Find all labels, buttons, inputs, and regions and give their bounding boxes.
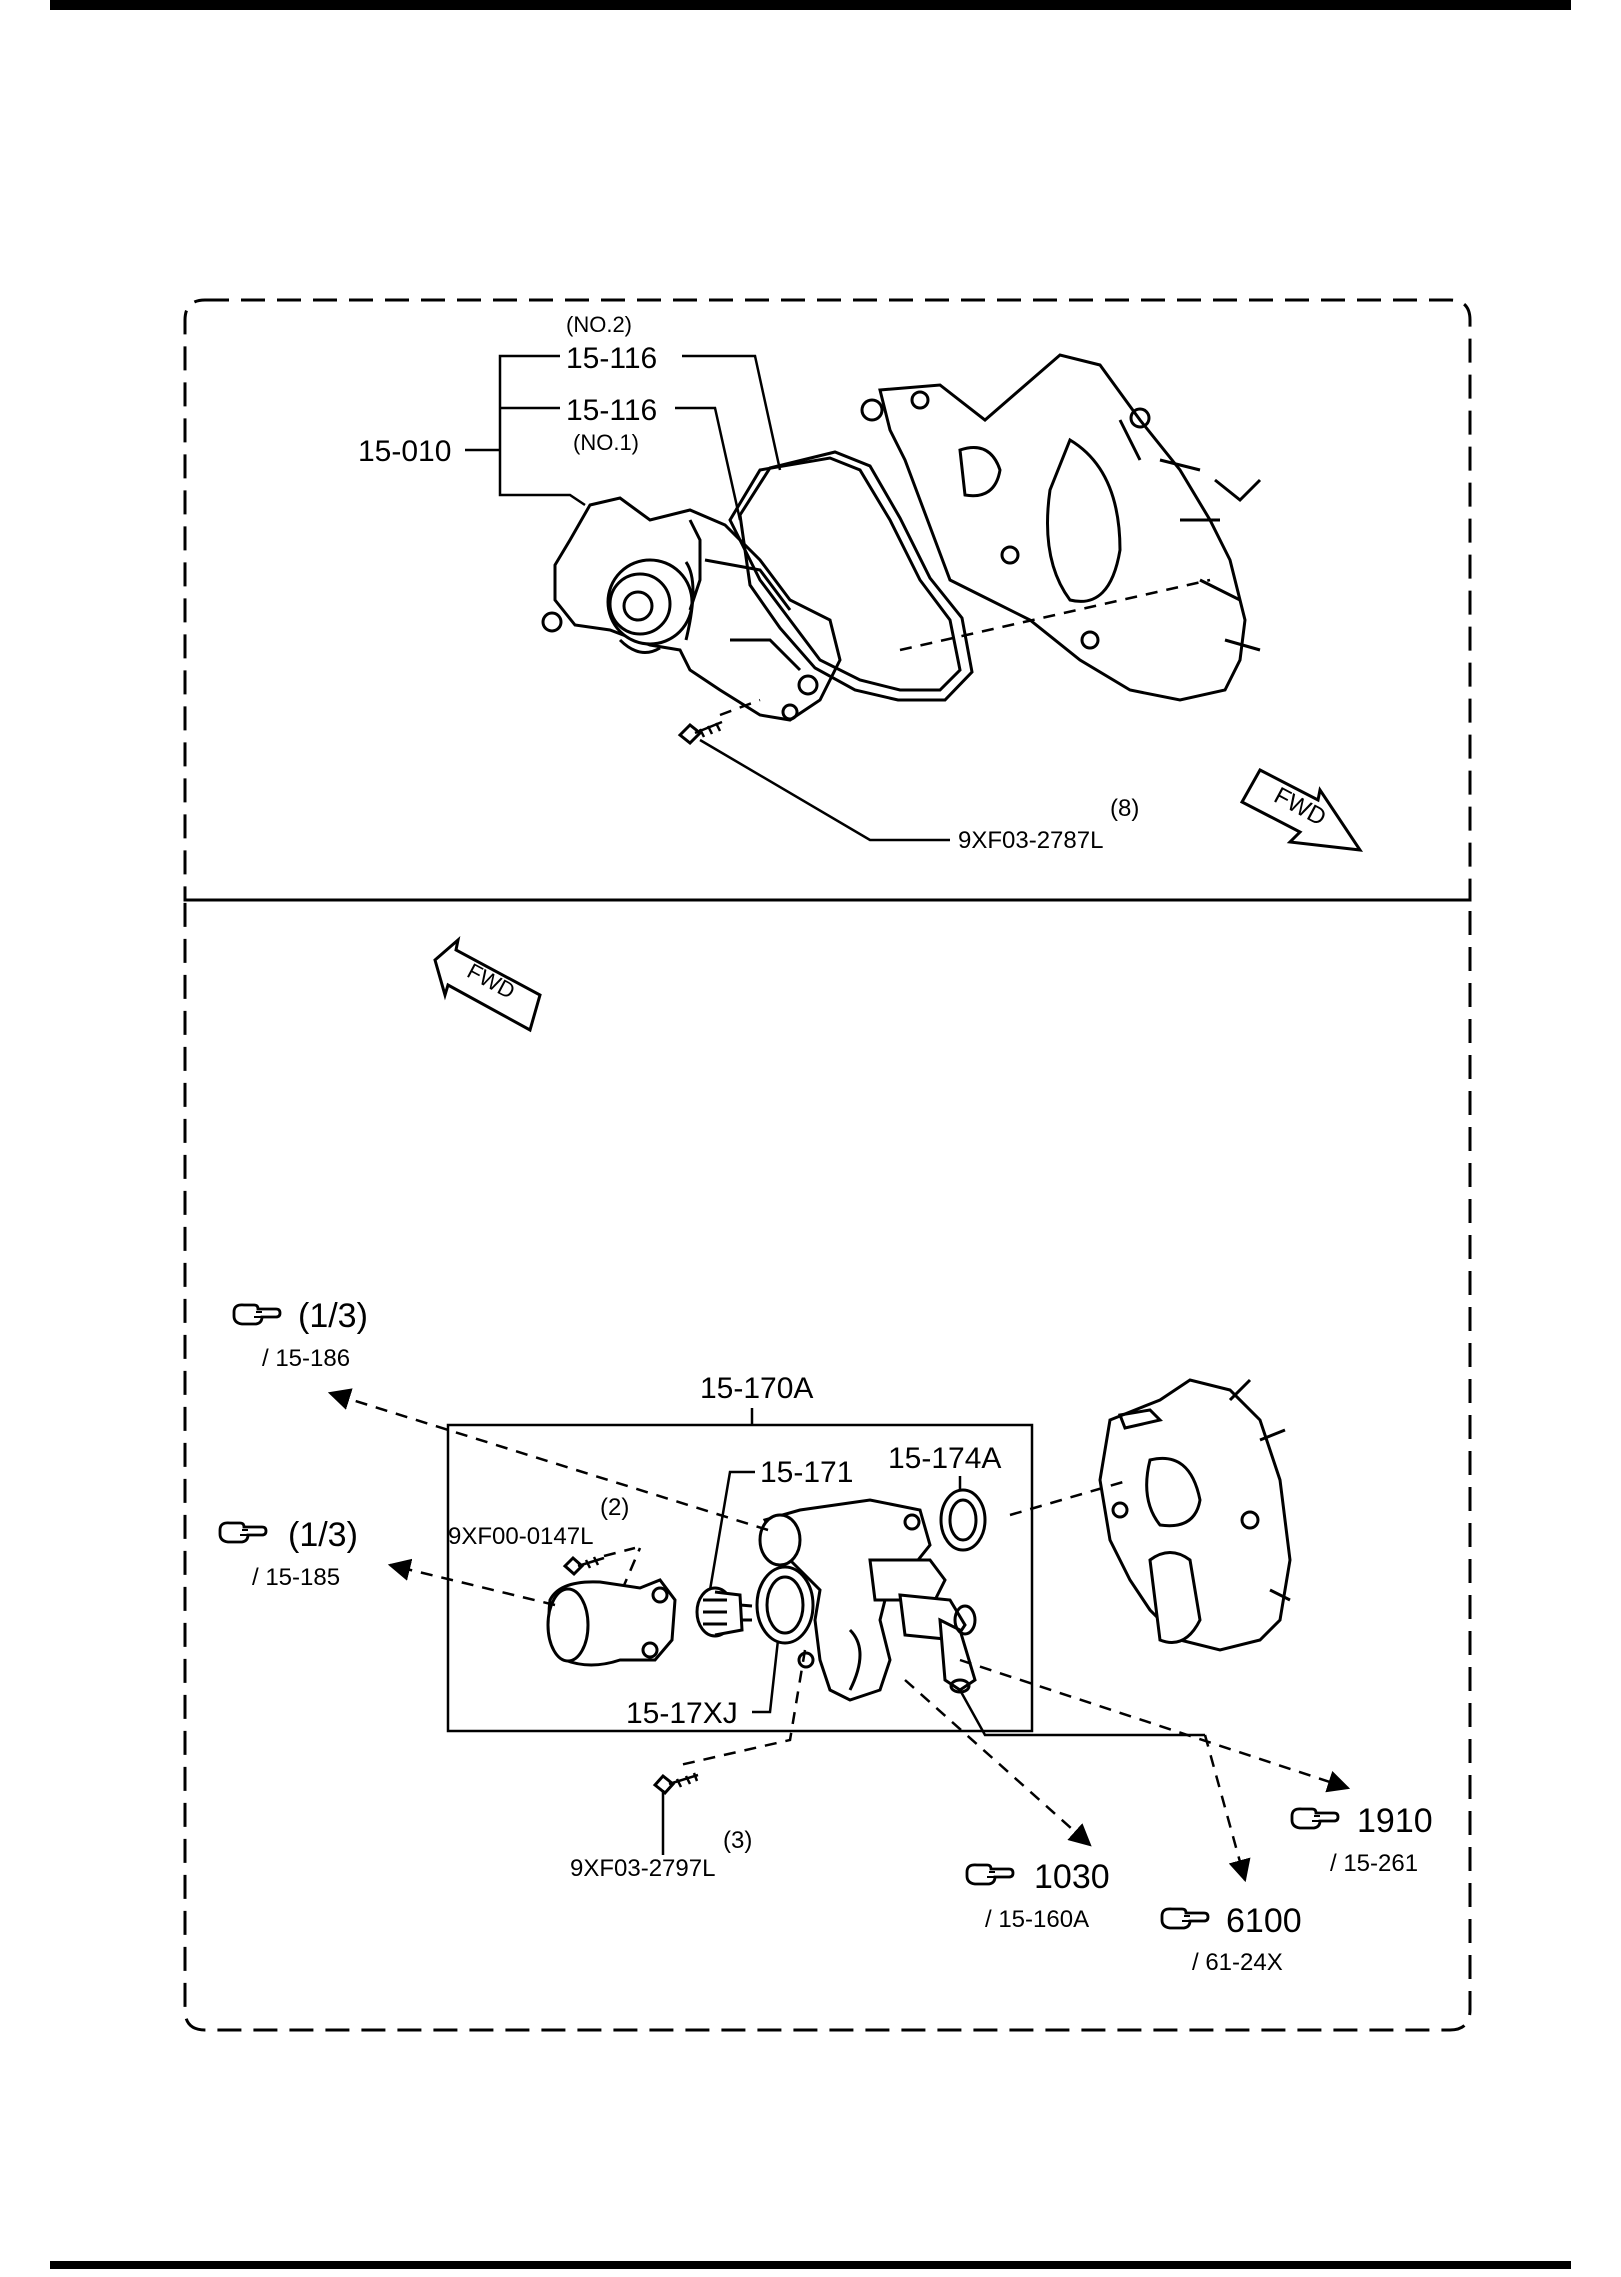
label-15-170a: 15-170A [700, 1372, 813, 1405]
water-pump-drawing [541, 496, 842, 722]
line-to-15-186 [327, 1388, 769, 1532]
ref-6100-code: 6100 [1226, 1902, 1302, 1940]
o-ring-15-174a [939, 1488, 987, 1552]
lower-section: FWD (1/3) / 15-186 (1/3) / 15-185 15-170… [218, 935, 1433, 1976]
line-to-1030 [904, 1679, 1092, 1847]
label-9xf03-2797l: 9XF03-2797L [570, 1855, 715, 1882]
gasket-no1 [728, 456, 962, 692]
line-to-6100 [1203, 1734, 1251, 1883]
gasket-no2 [738, 450, 974, 702]
ref-1030-sub: / 15-160A [985, 1906, 1089, 1933]
pointing-hand-icon [218, 1521, 268, 1544]
bracket-15-010 [465, 354, 586, 507]
pointing-hand-icon [965, 1863, 1015, 1886]
bottom-rule [50, 2261, 1571, 2269]
ref-6100-sub: / 61-24X [1192, 1949, 1283, 1976]
label-9xf00-0147l: 9XF00-0147L [448, 1523, 593, 1550]
ref-top-code: (1/3) [298, 1297, 368, 1335]
label-no2: (NO.2) [566, 312, 632, 337]
bolt-b-line [679, 1649, 807, 1767]
ref-mid-code: (1/3) [288, 1516, 358, 1554]
bolt-9xf03-2797l [652, 1772, 699, 1796]
line-to-1910 [959, 1658, 1351, 1793]
label-qty-8: (8) [1110, 795, 1139, 822]
bolt-9xf00-0147l [562, 1555, 605, 1577]
pointing-hand-icon [1290, 1807, 1340, 1830]
ref-1030-code: 1030 [1034, 1858, 1110, 1896]
label-qty-3: (3) [723, 1827, 752, 1854]
engine-block-drawing [860, 353, 1262, 702]
ref-1910-code: 1910 [1357, 1802, 1433, 1840]
line-to-15-185 [387, 1558, 556, 1607]
bolt-a-line-2 [620, 1547, 642, 1591]
upper-section: (NO.2) 15-116 15-116 (NO.1) 15-010 [358, 312, 1364, 854]
ref-top-sub: / 15-186 [262, 1345, 350, 1372]
label-9xf03-2787l: 9XF03-2787L [958, 827, 1103, 854]
label-15-174a: 15-174A [888, 1442, 1001, 1475]
pointing-hand-icon [1160, 1907, 1210, 1930]
label-15-116-no1: 15-116 [566, 394, 657, 427]
leader-bolt-upper [699, 738, 950, 842]
leader-15-17xj [752, 1639, 780, 1714]
bolt-a-line [603, 1546, 636, 1558]
label-15-171: 15-171 [760, 1456, 853, 1489]
label-no1: (NO.1) [573, 430, 639, 455]
bolt-alignment-line [719, 698, 761, 717]
alignment-line [899, 578, 1211, 652]
leader-15-171 [708, 1470, 755, 1591]
ref-1910-sub: / 15-261 [1330, 1850, 1418, 1877]
ref-mid-sub: / 15-185 [252, 1564, 340, 1591]
label-15-17xj: 15-17XJ [626, 1697, 738, 1730]
lower-frame [183, 898, 1472, 2032]
leader-15-116-no2 [682, 354, 782, 471]
label-15-010: 15-010 [358, 435, 451, 468]
top-rule [50, 0, 1571, 10]
upper-frame [183, 298, 1472, 902]
label-qty-2: (2) [600, 1494, 629, 1521]
bolt-9xf03-2787l [677, 720, 723, 746]
label-15-116-no2: 15-116 [566, 342, 657, 375]
fwd-arrow-icon: FWD [433, 935, 542, 1033]
line-to-6100-solid [958, 1689, 1205, 1737]
thermostat-cover-drawing [546, 1578, 677, 1667]
thermostat-housing-drawing [758, 1498, 977, 1702]
engine-right-drawing [1098, 1378, 1292, 1652]
pointing-hand-icon [232, 1303, 282, 1326]
leader-15-116-no1 [675, 406, 742, 521]
fwd-arrow-icon: FWD [1239, 768, 1364, 852]
thermostat-drawing [695, 1586, 753, 1638]
